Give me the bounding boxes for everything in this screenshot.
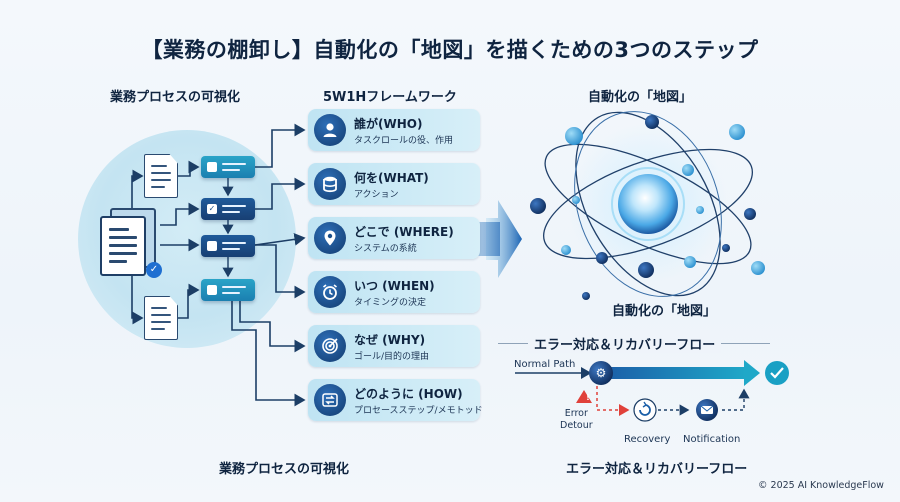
document-icon-main bbox=[100, 216, 146, 276]
card-where-subtitle: システムの系統 bbox=[354, 244, 417, 254]
card-what-subtitle: アクション bbox=[354, 190, 399, 200]
card-who-title: 誰が(WHO) bbox=[354, 117, 423, 131]
card-where-title: どこで (WHERE) bbox=[354, 225, 454, 239]
alarm-clock-icon bbox=[314, 276, 346, 308]
error-recovery-flow bbox=[515, 360, 789, 422]
notification-label: Notification bbox=[683, 434, 741, 445]
error-flow-title: エラー対応＆リカバリーフロー bbox=[528, 334, 722, 353]
transition-arrow bbox=[486, 200, 522, 278]
process-step-1 bbox=[201, 156, 255, 178]
error-detour-line-2: Detour bbox=[560, 420, 593, 431]
section-header-automation-map: 自動化の「地図」 bbox=[588, 90, 693, 105]
footer-process-visualization: 業務プロセスの可視化 bbox=[219, 462, 350, 477]
error-detour-label: Error Detour bbox=[560, 408, 593, 432]
footer-error-recovery: エラー対応＆リカバリーフロー bbox=[566, 462, 748, 477]
target-icon bbox=[314, 330, 346, 362]
card-how: どのように (HOW) プロセースステップ/メモトッド bbox=[308, 379, 483, 421]
card-how-title: どのように (HOW) bbox=[354, 387, 463, 401]
database-icon bbox=[314, 168, 346, 200]
card-when-subtitle: タイミングの決定 bbox=[354, 298, 427, 308]
section-header-process-visualization: 業務プロセスの可視化 bbox=[110, 90, 241, 105]
card-why: なぜ (WHY) ゴール/目的の理由 bbox=[308, 325, 480, 367]
card-when: いつ (WHEN) タイミングの決定 bbox=[308, 271, 480, 313]
card-who: 誰が(WHO) タスクロールの役、作用 bbox=[308, 109, 480, 151]
section-header-5w1h: 5W1Hフレームワーク bbox=[323, 90, 457, 105]
card-when-title: いつ (WHEN) bbox=[354, 279, 435, 293]
card-how-subtitle: プロセースステップ/メモトッド bbox=[354, 406, 483, 416]
normal-path-label: Normal Path bbox=[514, 359, 576, 370]
user-icon bbox=[314, 114, 346, 146]
document-icon-bottom bbox=[144, 296, 178, 340]
card-what-title: 何を(WHAT) bbox=[354, 171, 429, 185]
automation-map-caption: 自動化の「地図」 bbox=[612, 304, 717, 319]
document-icon-top bbox=[144, 154, 178, 198]
page-title: 【業務の棚卸し】自動化の「地図」を描くための3つのステップ bbox=[141, 38, 759, 62]
check-badge-icon: ✓ bbox=[146, 262, 162, 278]
card-why-title: なぜ (WHY) bbox=[354, 333, 426, 347]
card-why-subtitle: ゴール/目的の理由 bbox=[354, 352, 430, 362]
location-pin-icon bbox=[314, 222, 346, 254]
gear-icon: ⚙ bbox=[595, 366, 607, 380]
process-step-3 bbox=[201, 235, 255, 257]
copyright-text: © 2025 AI KnowledgeFlow bbox=[758, 480, 884, 491]
card-what: 何を(WHAT) アクション bbox=[308, 163, 480, 205]
recovery-label: Recovery bbox=[624, 434, 671, 445]
process-step-4 bbox=[201, 279, 255, 301]
error-detour-line-1: Error bbox=[564, 408, 588, 419]
card-where: どこで (WHERE) システムの系統 bbox=[308, 217, 480, 259]
process-arrows-icon bbox=[314, 384, 346, 416]
card-who-subtitle: タスクロールの役、作用 bbox=[354, 136, 454, 146]
warning-icon: ! bbox=[586, 393, 590, 402]
automation-map-network bbox=[530, 111, 765, 300]
process-step-2: ✓ bbox=[201, 198, 255, 220]
